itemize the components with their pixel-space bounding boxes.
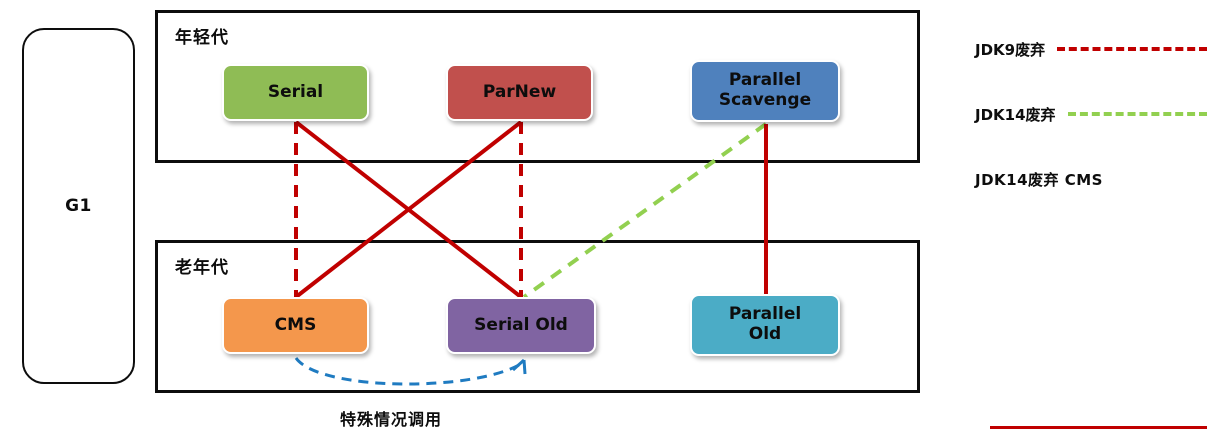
legend-item-jdk14: JDK14废弃 [975, 103, 1207, 125]
legend-item-jdk14-cms: JDK14废弃 CMS [975, 168, 1207, 190]
bottom-red-rule [990, 426, 1207, 429]
node-parallel-old-label: Parallel Old [729, 305, 801, 344]
legend-item-jdk9-line [1057, 47, 1207, 51]
node-parnew[interactable]: ParNew [446, 64, 593, 121]
special-case-caption: 特殊情况调用 [340, 410, 443, 429]
legend-item-jdk14-cms-label: JDK14废弃 CMS [975, 170, 1103, 189]
node-serial[interactable]: Serial [222, 64, 369, 121]
node-parallel-old[interactable]: Parallel Old [690, 294, 840, 356]
node-parallel-scavenge-label-line2: Scavenge [718, 90, 812, 110]
node-serial-old-label: Serial Old [474, 314, 568, 335]
node-parallel-scavenge-label: Parallel Scavenge [719, 71, 811, 110]
node-parallel-scavenge-label-line1: Parallel [728, 70, 802, 91]
node-cms-label: CMS [274, 314, 317, 335]
young-generation-title: 年轻代 [175, 28, 229, 48]
legend: JDK9废弃 JDK14废弃 JDK14废弃 CMS [975, 38, 1207, 233]
g1-label: G1 [65, 196, 92, 216]
node-serial-label: Serial [267, 81, 324, 102]
legend-item-jdk14-line [1067, 112, 1207, 116]
legend-item-jdk9: JDK9废弃 [975, 38, 1207, 60]
old-generation-title: 老年代 [175, 258, 229, 278]
node-serial-old[interactable]: Serial Old [446, 297, 596, 354]
node-parallel-old-label-line1: Parallel [728, 304, 802, 325]
legend-item-jdk9-label: JDK9废弃 [975, 40, 1046, 59]
node-cms[interactable]: CMS [222, 297, 369, 354]
g1-collector-box: G1 [22, 28, 135, 384]
node-parallel-old-label-line2: Old [748, 324, 782, 344]
node-parnew-label: ParNew [482, 81, 557, 102]
legend-item-jdk14-label: JDK14废弃 [975, 105, 1056, 124]
node-parallel-scavenge[interactable]: Parallel Scavenge [690, 60, 840, 122]
